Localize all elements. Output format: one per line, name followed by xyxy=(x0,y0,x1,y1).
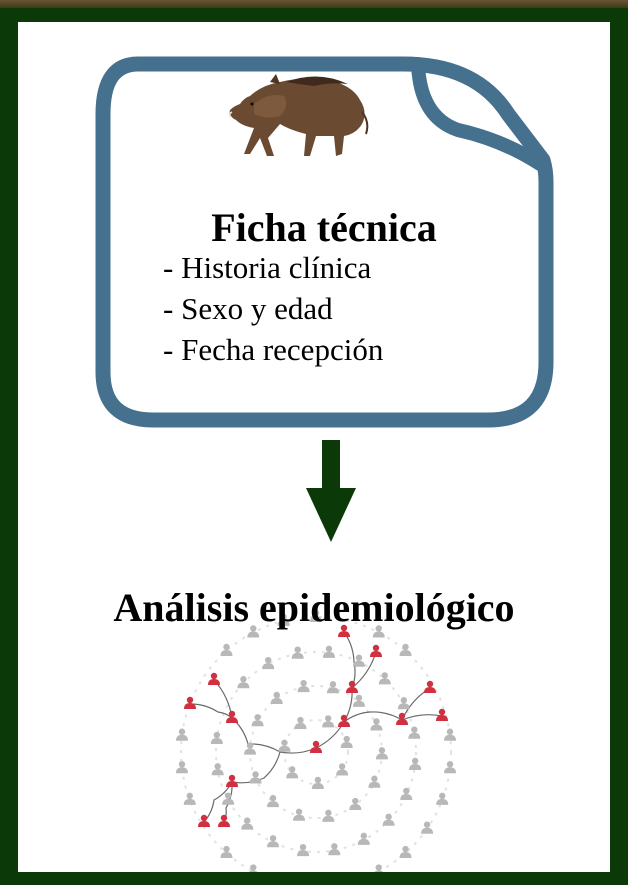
document-outline xyxy=(95,56,554,428)
contact-node xyxy=(374,864,384,872)
contact-node xyxy=(297,843,310,857)
contact-node xyxy=(409,757,422,770)
contact-node xyxy=(372,625,385,638)
infected-node xyxy=(208,672,220,685)
contact-node xyxy=(310,609,322,622)
infected-node xyxy=(226,774,238,787)
contact-node xyxy=(211,763,224,776)
contact-network-icon xyxy=(175,609,457,872)
contact-node xyxy=(444,728,457,741)
contact-node xyxy=(267,835,280,848)
network-ring xyxy=(283,719,349,785)
contact-node xyxy=(399,643,412,656)
infected-node xyxy=(198,814,210,827)
infected-node xyxy=(218,814,230,827)
contact-node xyxy=(267,794,280,808)
infected-node xyxy=(396,712,408,725)
contact-node xyxy=(444,761,457,774)
contact-node xyxy=(436,792,449,805)
infected-node xyxy=(338,624,350,637)
infected-node xyxy=(370,644,382,657)
contact-node xyxy=(322,645,335,658)
contact-node xyxy=(183,792,196,805)
network-link xyxy=(343,711,443,723)
infected-node xyxy=(424,680,436,693)
contact-node xyxy=(352,694,365,707)
infected-node xyxy=(310,740,322,753)
contact-node xyxy=(328,843,341,856)
contact-node xyxy=(293,808,306,821)
contact-node xyxy=(378,672,391,685)
network-ring xyxy=(180,616,452,872)
infected-node xyxy=(184,696,196,709)
contact-node xyxy=(277,613,290,626)
contact-node xyxy=(251,714,264,727)
contact-node xyxy=(262,656,275,670)
infected-node xyxy=(338,714,350,727)
contact-node xyxy=(340,735,353,749)
network-ring xyxy=(215,651,417,853)
contact-node xyxy=(357,832,370,845)
contact-node xyxy=(297,679,310,693)
down-arrow-icon xyxy=(306,440,356,542)
contact-node xyxy=(322,809,335,822)
contact-node xyxy=(244,742,257,755)
contact-node xyxy=(349,797,362,811)
contact-node xyxy=(400,787,413,800)
network-link xyxy=(203,631,356,823)
document-card xyxy=(95,56,554,872)
contact-node xyxy=(291,646,304,659)
card-item-reception-date: - Fecha recepción xyxy=(163,332,384,367)
contact-node xyxy=(375,747,388,760)
contact-node xyxy=(220,643,233,656)
contact-node xyxy=(270,691,283,704)
card-title: Ficha técnica xyxy=(211,205,437,250)
contact-node xyxy=(241,817,254,830)
contact-node xyxy=(248,864,258,872)
contact-node xyxy=(294,716,307,730)
contact-node xyxy=(382,813,395,826)
contact-node xyxy=(249,771,262,784)
contact-node xyxy=(286,766,299,779)
contact-node xyxy=(311,776,324,789)
contact-node xyxy=(175,761,188,774)
contact-node xyxy=(336,763,349,776)
card-item-history: - Historia clínica xyxy=(163,250,372,285)
card-item-sex-age: - Sexo y edad xyxy=(163,291,333,326)
contact-node xyxy=(368,775,381,788)
contact-node xyxy=(222,792,235,805)
contact-node xyxy=(408,726,421,739)
contact-node xyxy=(421,821,434,834)
contact-node xyxy=(322,715,335,728)
infected-node xyxy=(226,710,238,723)
contact-node xyxy=(397,697,410,710)
contact-node xyxy=(399,845,412,859)
contact-node xyxy=(247,625,260,638)
contact-node xyxy=(278,739,291,752)
contact-node xyxy=(237,676,250,689)
network-link xyxy=(189,703,281,753)
wild-boar-icon xyxy=(228,74,369,156)
contact-node xyxy=(326,681,339,694)
infected-node xyxy=(436,708,448,721)
analysis-title: Análisis epidemiológico xyxy=(113,585,515,630)
contact-node xyxy=(370,718,383,731)
folded-corner xyxy=(411,57,547,171)
contact-node xyxy=(175,728,188,741)
contact-node xyxy=(210,731,223,745)
infected-node xyxy=(346,680,358,693)
contact-node xyxy=(220,845,233,859)
contact-node xyxy=(352,654,365,667)
content-panel: Ficha técnica - Historia clínica - Sexo … xyxy=(18,22,610,872)
top-edge-strip xyxy=(0,0,628,8)
